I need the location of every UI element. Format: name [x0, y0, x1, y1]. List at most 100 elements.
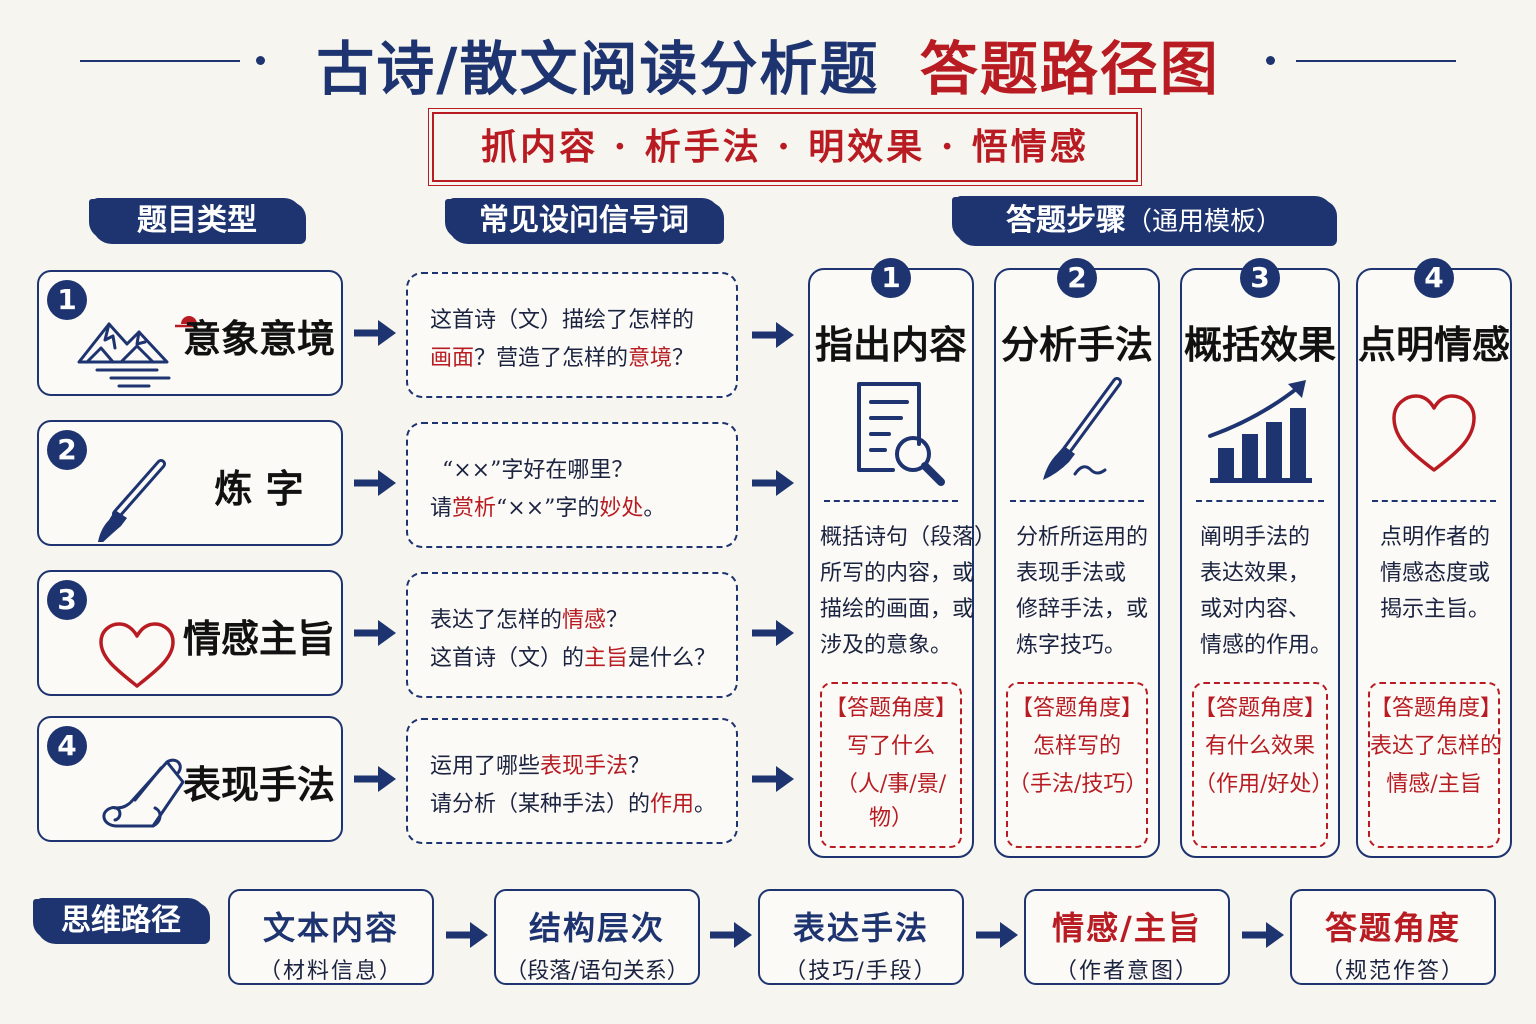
- title-part2: 答题路径图: [919, 35, 1220, 103]
- angle-heading: 【答题角度】: [1194, 696, 1327, 721]
- step-identify-content: 1 指出内容 概括诗句（段落） 所写的内容，或 描绘的画面，或 涉及的意象。 【…: [808, 258, 996, 858]
- desc-line: 分析所运用的: [1016, 525, 1149, 550]
- desc-line: 炼字技巧。: [1016, 633, 1127, 658]
- type-label: 情感主旨: [182, 616, 335, 661]
- answer-angle-box: 【答题角度】 怎样写的 （手法/技巧）: [1006, 682, 1148, 848]
- title-part1: 古诗/散文阅读分析题: [316, 35, 880, 103]
- step-description: 分析所运用的 表现手法或 修辞手法，或 炼字技巧。: [996, 520, 1158, 664]
- step-title: 概括效果: [1183, 322, 1336, 367]
- type-number: 1: [47, 280, 87, 320]
- step-analyze-technique: 2 分析手法 分析所运用的 表现手法或 修辞手法，或 炼字技巧。 【答题角度】 …: [994, 258, 1160, 858]
- page-title: 古诗/散文阅读分析题 答题路径图: [0, 22, 1536, 106]
- signal-text: 。: [643, 496, 666, 521]
- arrow-right-icon: [710, 922, 752, 948]
- angle-line: 情感/主旨: [1386, 772, 1482, 797]
- signal-line: 画面？营造了怎样的意境？: [430, 340, 736, 378]
- header-question-types: 题目类型: [92, 198, 302, 244]
- type-number: 3: [47, 580, 87, 620]
- header-thinking-path: 思维路径: [36, 898, 206, 944]
- signal-text: 这首诗（文）描绘了怎样的: [430, 308, 695, 333]
- step-summarize-effect: 3 概括效果 阐明手法的 表达效果， 或对内容、 情感的作用。 【答题角度】 有…: [1180, 258, 1340, 858]
- path-sub-label: （技巧/手段）: [784, 959, 938, 984]
- angle-heading: 【答题角度】: [1010, 696, 1143, 721]
- header-answer-steps-note: （通用模板）: [1125, 207, 1282, 237]
- signal-text: 请: [430, 496, 453, 521]
- answer-angle-box: 【答题角度】 写了什么 （人/事/景/ 物）: [820, 682, 962, 848]
- step-title: 点明情感: [1358, 322, 1511, 367]
- arrow-right-icon: [976, 922, 1018, 948]
- step-number: 3: [1240, 258, 1280, 298]
- title-left-line: [80, 60, 240, 62]
- arrow-right-icon: [354, 620, 396, 646]
- path-step-expression: 表达手法 （技巧/手段）: [758, 889, 964, 985]
- path-main-label: 文本内容: [262, 909, 399, 947]
- signal-box-techniques: 运用了哪些表现手法？ 请分析（某种手法）的作用。: [406, 718, 738, 844]
- answer-angle-box: 【答题角度】 有什么效果 （作用/好处）: [1192, 682, 1334, 848]
- signal-keyword: 妙处: [599, 496, 644, 521]
- title-left-dot: [256, 56, 265, 65]
- arrow-right-icon: [354, 766, 396, 792]
- angle-line: （作用/好处）: [1194, 772, 1334, 797]
- signal-keyword: 情感: [562, 608, 607, 633]
- signal-text: ？: [628, 754, 651, 779]
- path-sub-label: （材料信息）: [258, 959, 403, 984]
- path-step-structure: 结构层次 （段落/语句关系）: [494, 889, 700, 985]
- angle-line: （手法/技巧）: [1008, 772, 1148, 797]
- arrow-right-icon: [354, 320, 396, 346]
- desc-line: 所写的内容，或: [820, 561, 975, 586]
- header-signal-words: 常见设问信号词: [448, 198, 720, 244]
- angle-line: 怎样写的: [1032, 734, 1121, 759]
- header-answer-steps: 答题步骤（通用模板）: [955, 196, 1333, 246]
- answer-angle-box: 【答题角度】 表达了怎样的 情感/主旨: [1368, 682, 1503, 848]
- signal-keyword: 作用: [650, 792, 695, 817]
- angle-line: 物）: [868, 806, 913, 831]
- heart-icon: [99, 622, 175, 688]
- step-number: 4: [1414, 258, 1454, 298]
- heart-icon: [1392, 394, 1476, 472]
- step-description: 概括诗句（段落） 所写的内容，或 描绘的画面，或 涉及的意象。: [810, 520, 996, 664]
- signal-text: ？: [672, 346, 695, 371]
- signal-text: 是什么？: [628, 646, 717, 671]
- angle-line: （人/事/景/: [835, 772, 947, 797]
- step-state-emotion: 4 点明情感 点明作者的 情感态度或 揭示主旨。 【答题角度】 表达了怎样的 情…: [1356, 258, 1512, 858]
- angle-line: 写了什么: [846, 734, 935, 759]
- signal-line: “××”字好在哪里？: [430, 452, 736, 490]
- signal-box-emotion-theme: 表达了怎样的情感？ 这首诗（文）的主旨是什么？: [406, 572, 738, 698]
- path-sub-label: （规范作答）: [1320, 959, 1465, 984]
- path-main-label: 答题角度: [1324, 909, 1461, 947]
- angle-line: 表达了怎样的: [1370, 734, 1503, 759]
- signal-line: 请分析（某种手法）的作用。: [430, 786, 736, 824]
- signal-box-word-refining: “××”字好在哪里？ 请赏析“××”字的妙处。: [406, 422, 738, 548]
- arrow-right-icon: [752, 620, 794, 646]
- signal-text: ？营造了怎样的: [474, 346, 629, 371]
- signal-line: 运用了哪些表现手法？: [430, 748, 736, 786]
- arrow-right-icon: [752, 766, 794, 792]
- type-label: 炼 字: [214, 466, 304, 511]
- step-description: 阐明手法的 表达效果， 或对内容、 情感的作用。: [1182, 520, 1338, 664]
- arrow-right-icon: [752, 470, 794, 496]
- title-right-dot: [1266, 56, 1275, 65]
- desc-line: 情感态度或: [1380, 561, 1491, 586]
- type-label: 表现手法: [182, 762, 335, 807]
- title-bar: 古诗/散文阅读分析题 答题路径图: [0, 22, 1536, 103]
- path-step-emotion-theme: 情感/主旨 （作者意图）: [1024, 889, 1230, 985]
- title-right-line: [1296, 60, 1456, 62]
- step-divider: [824, 500, 958, 502]
- step-number: 1: [871, 258, 911, 298]
- type-card-techniques: 4 表现手法: [37, 716, 343, 842]
- signal-keyword: 画面: [430, 346, 475, 371]
- desc-line: 或对内容、: [1200, 597, 1311, 622]
- signal-text: 运用了哪些: [430, 754, 541, 779]
- brush-icon: [97, 459, 166, 542]
- mountain-landscape-icon: [77, 316, 197, 388]
- path-main-label: 表达手法: [792, 909, 929, 947]
- signal-text: “××”字的: [496, 496, 600, 521]
- step-title: 分析手法: [1000, 322, 1153, 367]
- angle-line: 有什么效果: [1204, 734, 1315, 759]
- document-search-icon: [857, 382, 945, 486]
- desc-line: 表现手法或: [1016, 561, 1127, 586]
- signal-line: 表达了怎样的情感？: [430, 602, 736, 640]
- path-step-text-content: 文本内容 （材料信息）: [228, 889, 434, 985]
- signal-keyword: 意境: [628, 346, 673, 371]
- step-description: 点明作者的 情感态度或 揭示主旨。: [1358, 520, 1510, 628]
